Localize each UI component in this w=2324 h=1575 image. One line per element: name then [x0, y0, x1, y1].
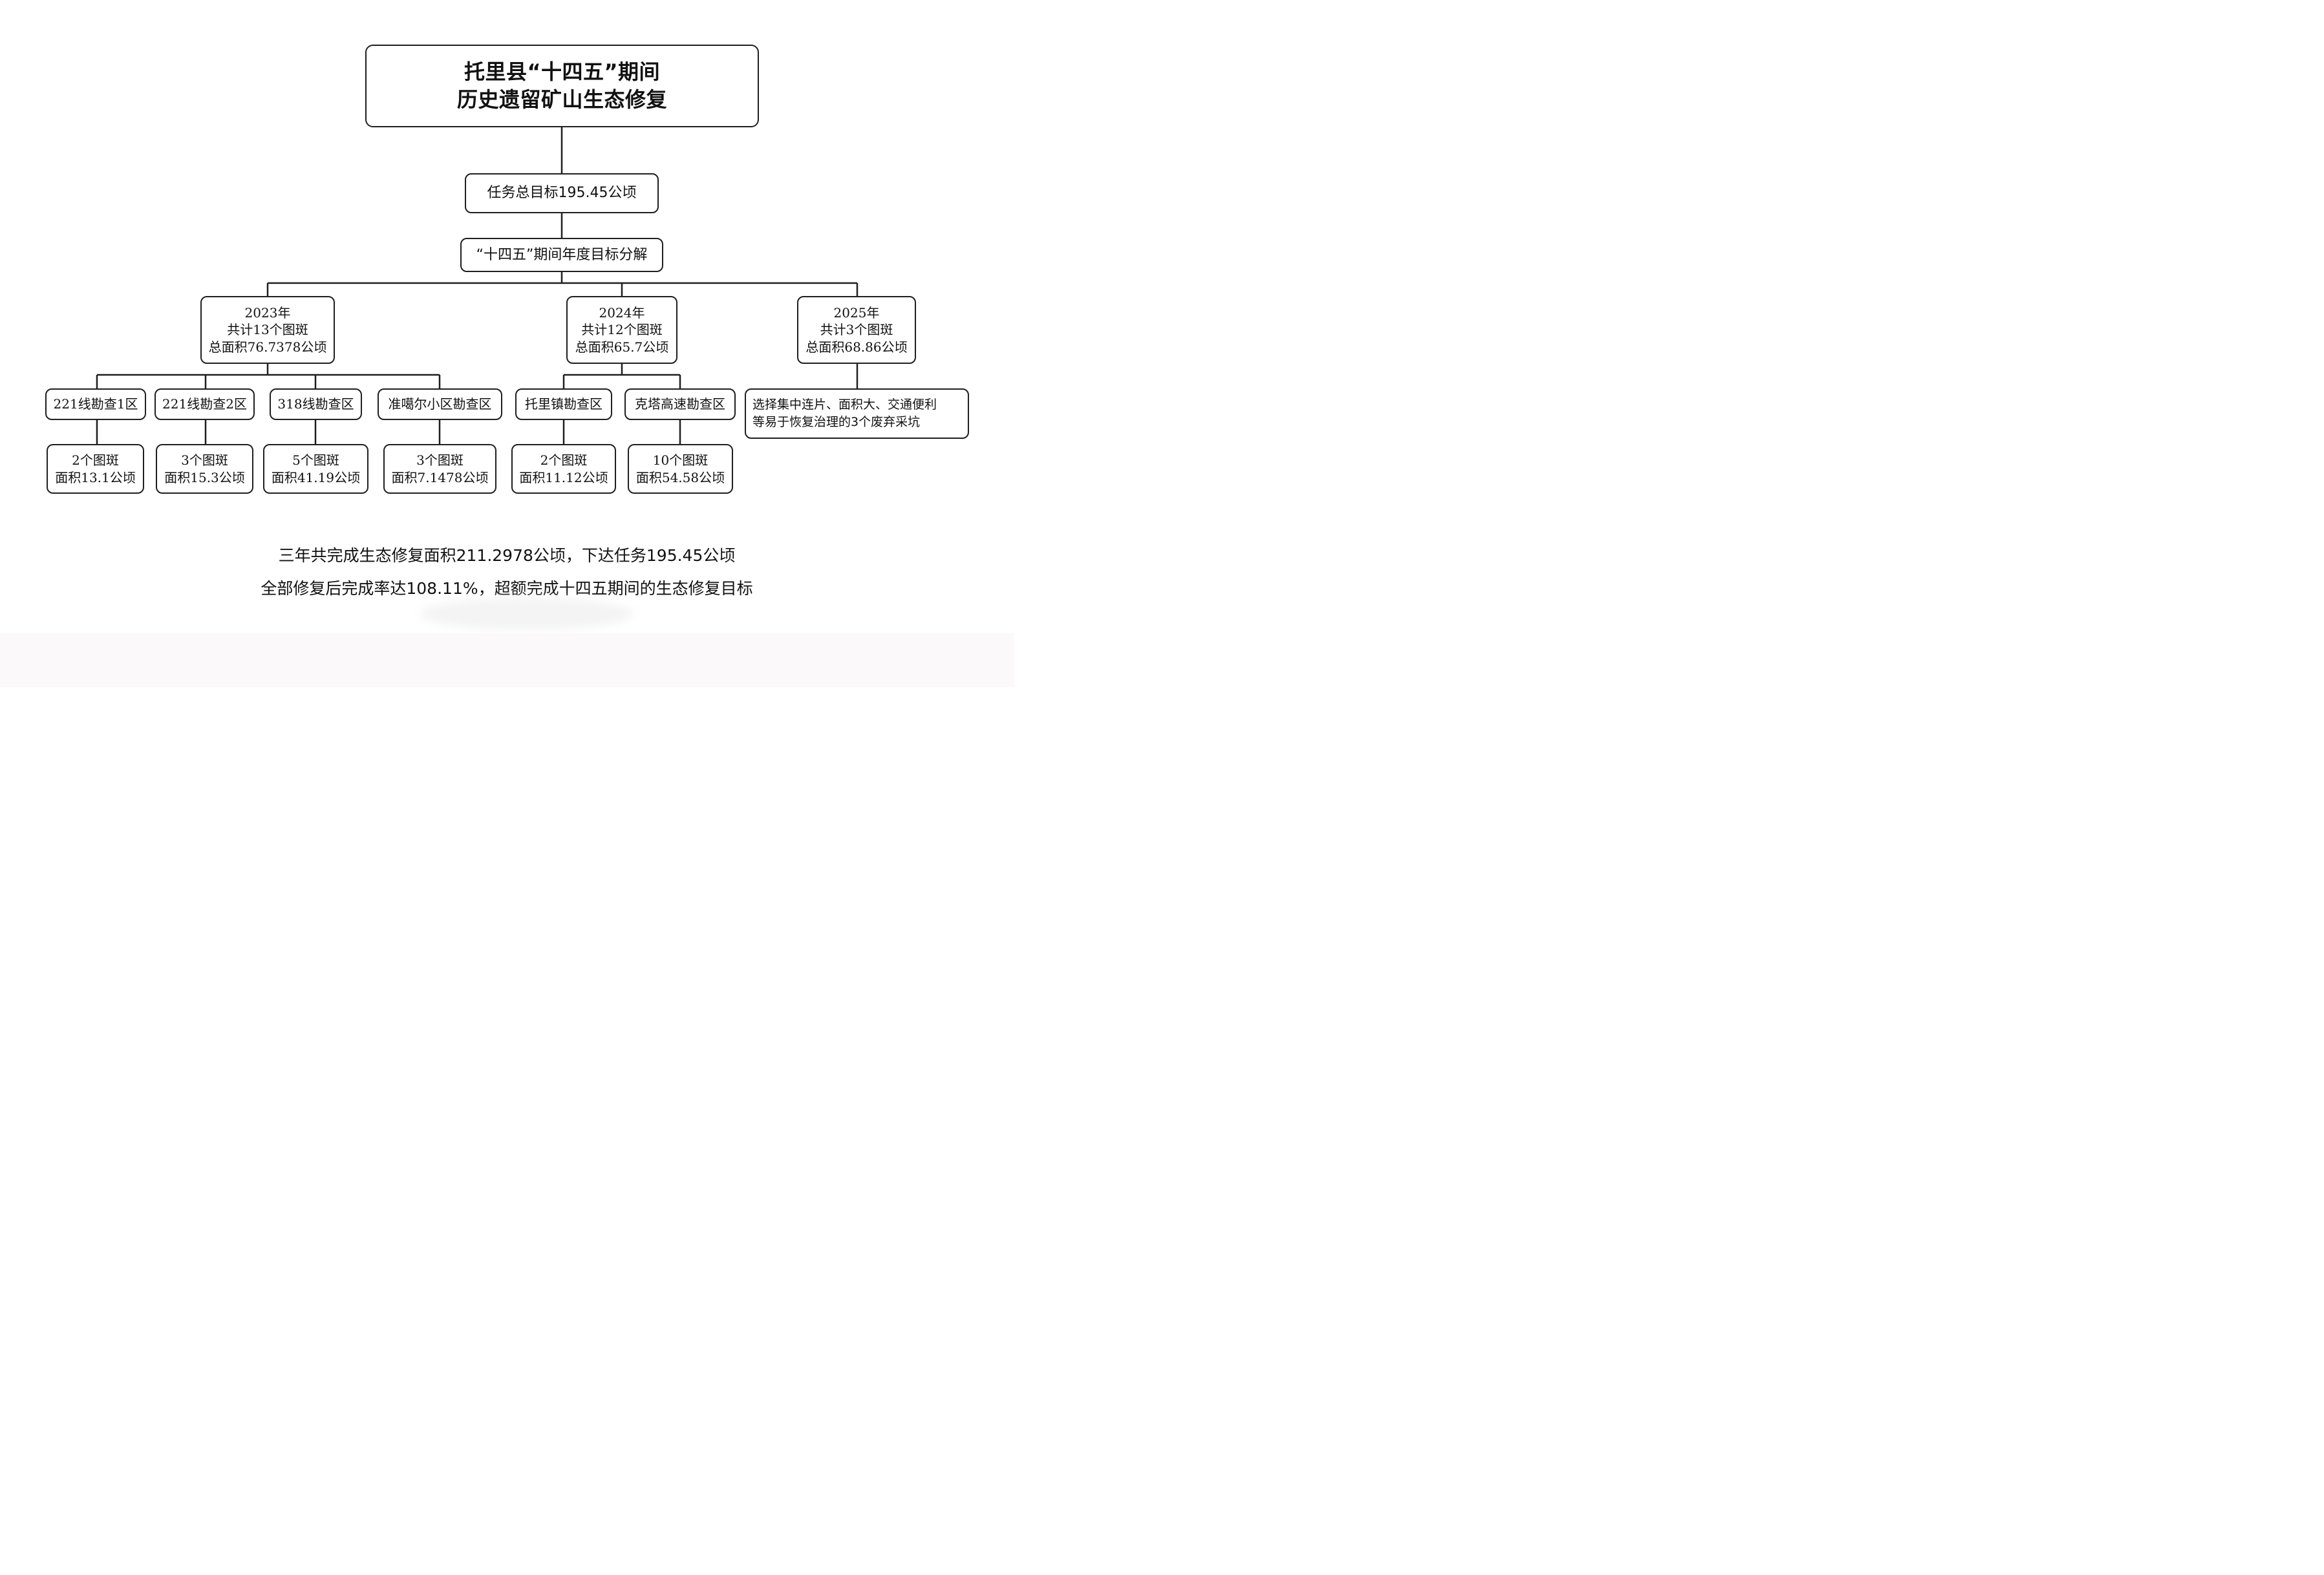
result-box-221-line-2: 3个图斑 面积15.3公顷: [156, 444, 253, 494]
zone-box-318-line: 318线勘查区: [270, 388, 362, 420]
result-count: 5个图斑: [292, 452, 339, 468]
result-box-keta-expressway: 10个图斑 面积54.58公顷: [628, 444, 733, 494]
year-2025-count: 共计3个图斑: [820, 322, 893, 338]
total-goal-box: 任务总目标195.45公顷: [465, 173, 659, 213]
bottom-band: [0, 633, 1014, 687]
zone-name: 221线勘查2区: [162, 396, 247, 412]
year-2025-label: 2025年: [833, 304, 880, 321]
connector-lines: [96, 127, 858, 444]
annual-breakdown-box: “十四五”期间年度目标分解: [460, 238, 663, 272]
zone-box-toli-town: 托里镇勘查区: [515, 388, 612, 420]
zone-name: 318线勘查区: [277, 396, 354, 412]
note-2025-box: 选择集中连片、面积大、交通便利 等易于恢复治理的3个废弃采坑: [745, 388, 969, 439]
chart-title-box: 托里县“十四五”期间 历史遗留矿山生态修复: [365, 45, 759, 127]
title-line-1: 托里县“十四五”期间: [464, 59, 661, 84]
note-2025-line-1: 选择集中连片、面积大、交通便利: [752, 397, 937, 412]
year-2023-area: 总面积76.7378公顷: [208, 339, 327, 355]
result-box-221-line-1: 2个图斑 面积13.1公顷: [47, 444, 144, 494]
year-2023-count: 共计13个图斑: [227, 322, 308, 338]
zone-box-keta-expressway: 克塔高速勘查区: [624, 388, 736, 420]
result-count: 2个图斑: [72, 452, 119, 468]
year-2024-count: 共计12个图斑: [581, 322, 663, 338]
year-2024-label: 2024年: [599, 304, 645, 321]
result-count: 2个图斑: [540, 452, 588, 468]
year-2025-box: 2025年 共计3个图斑 总面积68.86公顷: [797, 296, 916, 364]
result-count: 3个图斑: [416, 452, 464, 468]
zone-name: 准噶尔小区勘查区: [388, 396, 492, 412]
connector-2023-zones: [96, 364, 441, 388]
connector-zones-results: [96, 420, 681, 444]
zone-name: 221线勘查1区: [53, 396, 138, 412]
result-area: 面积7.1478公顷: [391, 469, 489, 485]
result-box-318-line: 5个图斑 面积41.19公顷: [263, 444, 368, 494]
connector-2024-zones: [562, 364, 681, 388]
result-box-junggar: 3个图斑 面积7.1478公顷: [383, 444, 496, 494]
total-goal-text: 任务总目标195.45公顷: [487, 185, 637, 202]
zone-name: 克塔高速勘查区: [635, 396, 725, 412]
result-area: 面积54.58公顷: [635, 469, 725, 485]
year-2024-box: 2024年 共计12个图斑 总面积65.7公顷: [566, 296, 677, 364]
result-count: 3个图斑: [181, 452, 228, 468]
zone-name: 托里镇勘查区: [525, 396, 602, 412]
year-2024-area: 总面积65.7公顷: [575, 339, 669, 355]
annual-breakdown-text: “十四五”期间年度目标分解: [476, 246, 648, 263]
result-count: 10个图斑: [652, 452, 709, 468]
result-area: 面积11.12公顷: [519, 469, 608, 485]
year-2025-area: 总面积68.86公顷: [805, 339, 908, 355]
zone-box-junggar: 准噶尔小区勘查区: [378, 388, 502, 420]
scan-smudge: [420, 598, 634, 630]
zone-box-221-line-1: 221线勘查1区: [45, 388, 146, 420]
year-2023-box: 2023年 共计13个图斑 总面积76.7378公顷: [200, 296, 335, 364]
connector-breakdown-years: [266, 272, 858, 296]
summary-line-2: 全部修复后完成率达108.11%，超额完成十四五期间的生态修复目标: [261, 579, 753, 598]
title-line-2: 历史遗留矿山生态修复: [456, 87, 667, 112]
note-2025-line-2: 等易于恢复治理的3个废弃采坑: [752, 415, 921, 429]
result-area: 面积15.3公顷: [164, 469, 245, 485]
result-area: 面积41.19公顷: [271, 469, 361, 485]
result-box-toli-town: 2个图斑 面积11.12公顷: [511, 444, 616, 494]
result-area: 面积13.1公顷: [55, 469, 136, 485]
year-2023-label: 2023年: [244, 304, 291, 321]
zone-box-221-line-2: 221线勘查2区: [155, 388, 255, 420]
summary-line-1: 三年共完成生态修复面积211.2978公顷，下达任务195.45公顷: [278, 546, 736, 565]
